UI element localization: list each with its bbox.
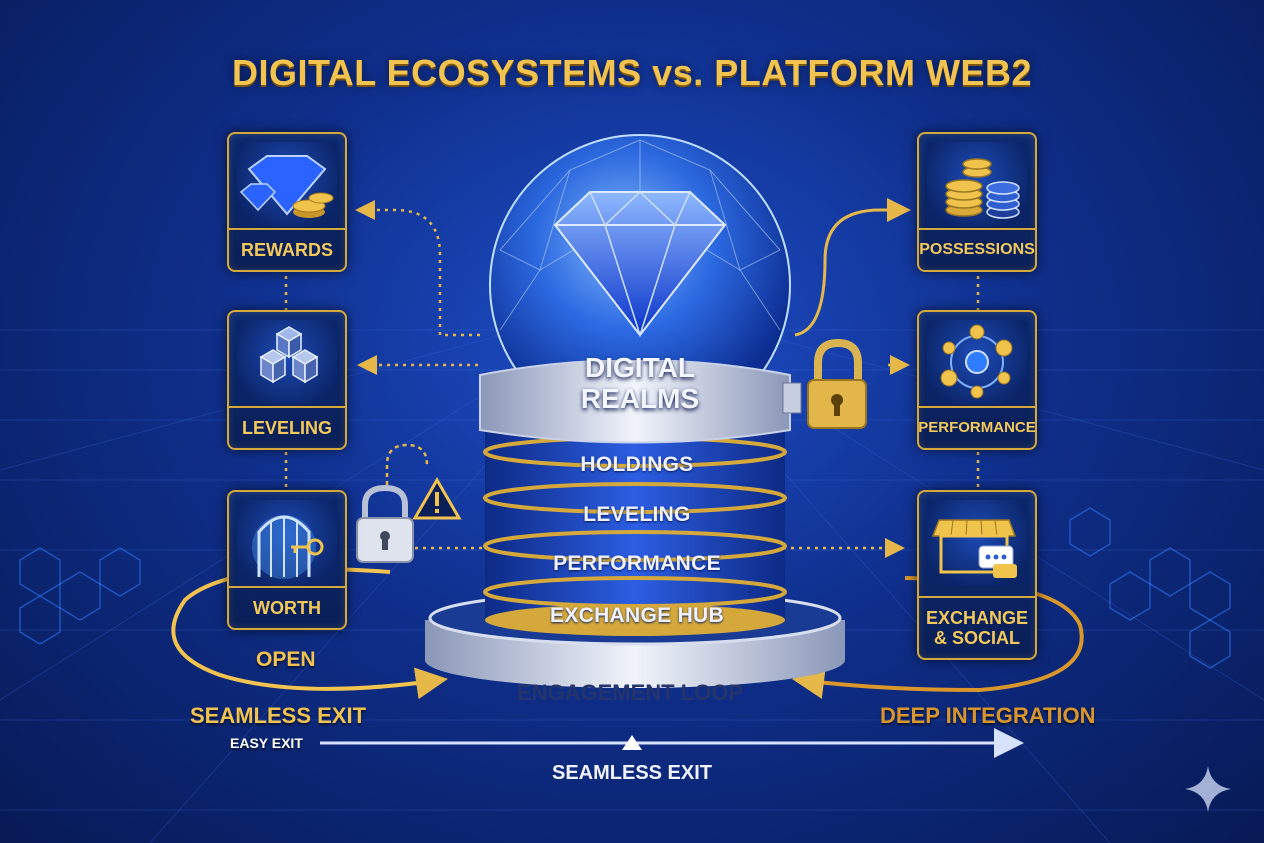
coin-stacks-icon bbox=[945, 158, 1020, 219]
cubes-icon bbox=[259, 326, 319, 384]
crystal-sphere-icon bbox=[489, 134, 791, 390]
band-performance: PERFORMANCE bbox=[553, 552, 721, 575]
card-possessions: POSSESSIONS bbox=[917, 132, 1037, 272]
exchange-line-1: EXCHANGE bbox=[925, 608, 1028, 628]
seamless-exit-label: SEAMLESS EXIT bbox=[190, 703, 367, 728]
band-exchange-hub: EXCHANGE HUB bbox=[550, 604, 724, 627]
band-leveling: LEVELING bbox=[583, 503, 691, 526]
card-leveling-label: LEVELING bbox=[229, 406, 345, 448]
card-leveling: LEVELING bbox=[227, 310, 347, 450]
card-performance: PERFORMANCE bbox=[917, 310, 1037, 450]
gears-network-icon bbox=[940, 324, 1013, 399]
card-possessions-label: POSSESSIONS bbox=[919, 228, 1035, 270]
deep-integration-label: DEEP INTEGRATION bbox=[880, 703, 1096, 728]
easy-exit-label: EASY EXIT bbox=[230, 735, 303, 751]
card-performance-label: PERFORMANCE bbox=[918, 406, 1036, 448]
card-exchange-social-label: EXCHANGE & SOCIAL bbox=[919, 596, 1035, 658]
card-worth-label: WORTH bbox=[229, 586, 345, 628]
realms-line-2: REALMS bbox=[580, 383, 700, 414]
card-rewards: REWARDS bbox=[227, 132, 347, 272]
padlock-icon bbox=[782, 338, 867, 429]
bottom-seamless-exit-label: SEAMLESS EXIT bbox=[551, 762, 713, 784]
platform-drum bbox=[425, 360, 845, 688]
band-holdings: HOLDINGS bbox=[580, 453, 694, 476]
realms-line-1: DIGITAL bbox=[585, 352, 695, 383]
exchange-line-2: & SOCIAL bbox=[933, 628, 1020, 648]
engagement-loop-label: ENGAGEMENT LOOP bbox=[516, 680, 744, 705]
sparkle-icon bbox=[1185, 766, 1231, 812]
diagram-title: DIGITAL ECOSYSTEMS vs. PLATFORM WEB2 bbox=[231, 52, 1033, 93]
gate-key-icon bbox=[252, 515, 324, 579]
gem-and-coins-icon bbox=[239, 155, 334, 218]
card-exchange-social: EXCHANGE & SOCIAL bbox=[917, 490, 1037, 660]
digital-realms-heading: DIGITAL REALMS bbox=[500, 352, 780, 414]
open-label: OPEN bbox=[256, 648, 316, 671]
lock-warning-icon bbox=[356, 443, 462, 563]
card-rewards-label: REWARDS bbox=[229, 228, 345, 270]
storefront-chat-icon bbox=[931, 519, 1017, 578]
card-worth: WORTH bbox=[227, 490, 347, 630]
